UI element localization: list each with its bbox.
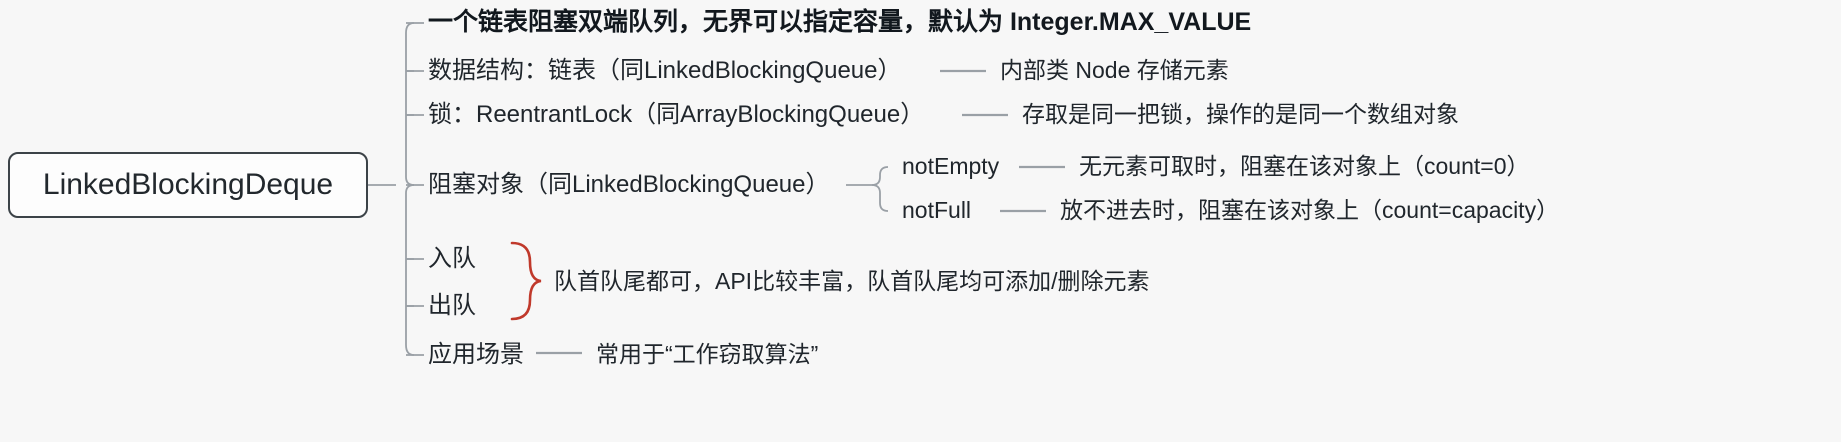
root-node-label: LinkedBlockingDeque xyxy=(42,168,334,201)
sub-branch-detail-notfull[interactable]: 放不进去时，阻塞在该对象上（count=capacity） xyxy=(1060,197,1560,223)
branch-detail-b7[interactable]: 常用于“工作窃取算法” xyxy=(596,341,819,367)
branch-label-b7[interactable]: 应用场景 xyxy=(428,341,524,368)
branch-label-b2[interactable]: 数据结构：链表（同LinkedBlockingQueue） xyxy=(428,57,902,84)
branch-detail-b2[interactable]: 内部类 Node 存储元素 xyxy=(1000,57,1229,83)
root-node[interactable]: LinkedBlockingDeque xyxy=(8,152,368,218)
branch-label-b1[interactable]: 一个链表阻塞双端队列，无界可以指定容量，默认为 Integer.MAX_VALU… xyxy=(428,8,1252,36)
branch-label-b5[interactable]: 入队 xyxy=(428,245,476,272)
sub-branch-label-notfull[interactable]: notFull xyxy=(902,197,972,223)
branch-label-b4[interactable]: 阻塞对象（同LinkedBlockingQueue） xyxy=(428,171,830,198)
grouped-note-text[interactable]: 队首队尾都可，API比较丰富，队首队尾均可添加/删除元素 xyxy=(554,268,1150,294)
branch-detail-b3[interactable]: 存取是同一把锁，操作的是同一个数组对象 xyxy=(1022,101,1459,127)
branch-label-b6[interactable]: 出队 xyxy=(428,292,476,319)
branch-label-b3[interactable]: 锁：ReentrantLock（同ArrayBlockingQueue） xyxy=(428,101,925,128)
sub-branch-detail-notempty[interactable]: 无元素可取时，阻塞在该对象上（count=0） xyxy=(1079,153,1530,179)
sub-branch-label-notempty[interactable]: notEmpty xyxy=(902,153,1000,179)
